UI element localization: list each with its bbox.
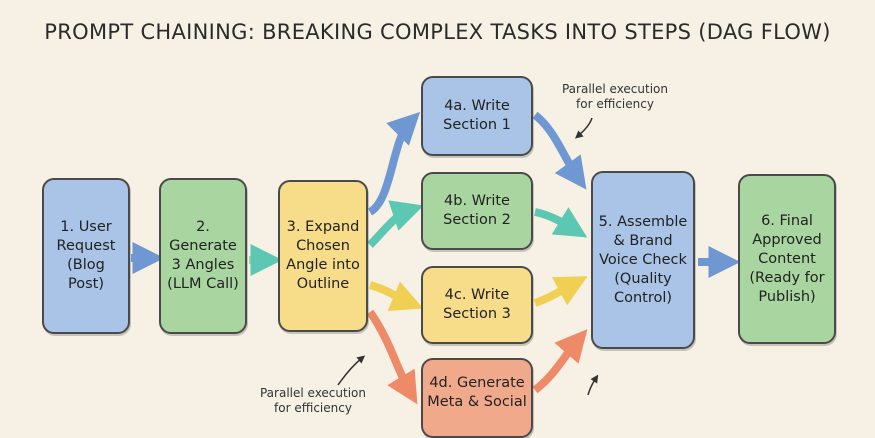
node-write-section-1: 4a. Write Section 1 [421, 76, 533, 156]
edge-3-to-4b [367, 200, 424, 248]
edges-layer [131, 111, 741, 405]
note-bottom-right-pointer [587, 374, 599, 396]
note-parallel-bottom: Parallel execution for efficiency [259, 386, 366, 415]
edge-4c-to-5 [533, 276, 588, 307]
note-parallel-top: Parallel execution for efficiency [561, 82, 668, 111]
node-final-content: 6. Final Approved Content (Ready for Pub… [738, 174, 836, 344]
edge-4b-to-5 [534, 207, 588, 238]
node-user-request: 1. User Request (Blog Post) [42, 178, 130, 334]
note-bottom-pointer [337, 355, 366, 386]
edge-4d-to-5 [532, 329, 588, 394]
node-assemble-voice-check: 5. Assemble & Brand Voice Check (Quality… [591, 171, 695, 349]
edge-4a-to-5 [532, 111, 587, 190]
node-expand-outline: 3. Expand Chosen Angle into Outline [278, 180, 368, 332]
node-generate-meta-social: 4d. Generate Meta & Social [421, 358, 533, 438]
node-write-section-3: 4c. Write Section 3 [421, 266, 533, 344]
edge-3-to-4c [368, 281, 424, 311]
node-generate-angles: 2. Generate 3 Angles (LLM Call) [159, 178, 247, 334]
node-write-section-2: 4b. Write Section 2 [421, 172, 533, 250]
diagram-title: PROMPT CHAINING: BREAKING COMPLEX TASKS … [44, 20, 831, 44]
edge-3-to-4a [367, 111, 421, 216]
edge-3-to-4d [366, 309, 418, 405]
note-top-pointer [574, 117, 593, 139]
